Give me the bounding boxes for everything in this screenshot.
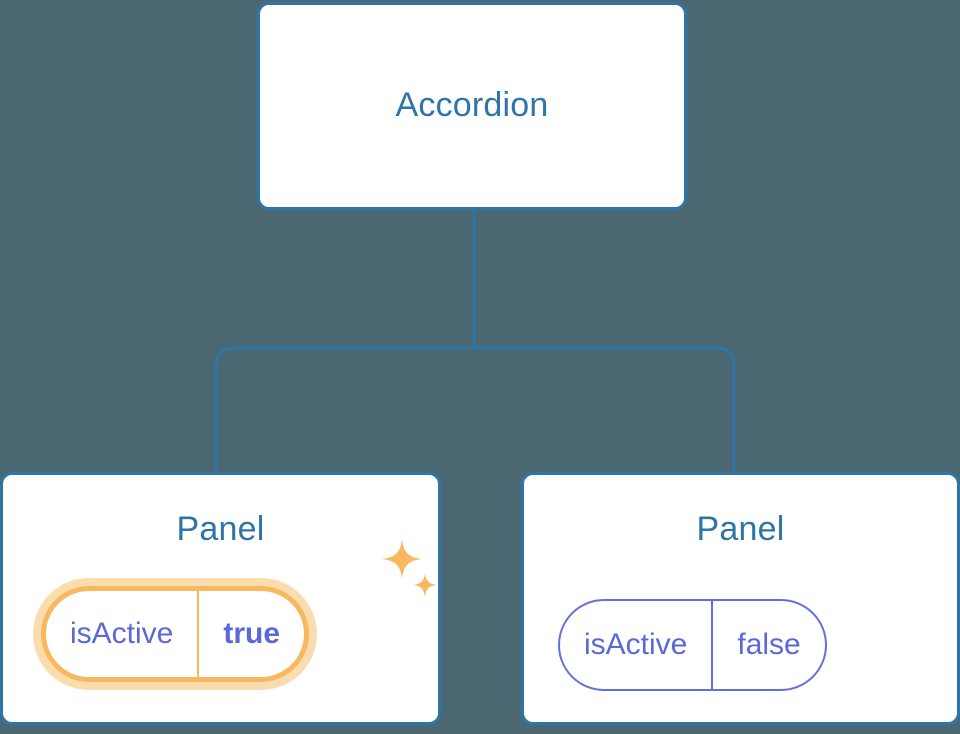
connector-bus <box>214 346 736 472</box>
node-panel-inactive[interactable]: Panel isActive false <box>521 472 960 725</box>
prop-pill-wrapper-inactive: isActive false <box>558 599 827 691</box>
node-panel-inactive-body: Panel <box>524 475 957 722</box>
prop-value-true: true <box>197 591 304 677</box>
node-panel-active[interactable]: Panel isActive true <box>0 472 441 725</box>
node-panel-active-body: Panel <box>3 475 438 722</box>
prop-key-isactive: isActive <box>584 628 688 661</box>
prop-pill-isactive-false[interactable]: isActive false <box>558 599 827 691</box>
node-panel-inactive-title: Panel <box>696 510 785 548</box>
prop-pill-wrapper-active: isActive true <box>41 586 310 682</box>
node-accordion-title: Accordion <box>395 86 549 125</box>
node-accordion[interactable]: Accordion <box>257 2 687 210</box>
node-panel-active-title: Panel <box>176 510 265 548</box>
prop-key-isactive: isActive <box>70 617 174 650</box>
prop-pill-isactive-true[interactable]: isActive true <box>41 586 310 682</box>
prop-value-false: false <box>711 601 824 689</box>
